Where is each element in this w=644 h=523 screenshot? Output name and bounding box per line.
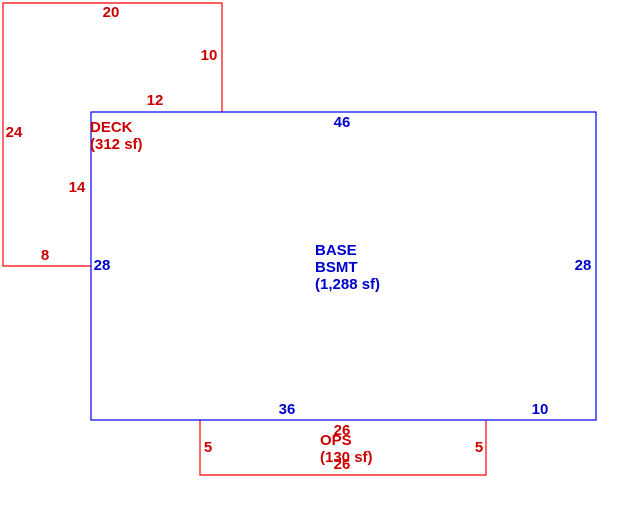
deck-name: DECK bbox=[90, 119, 133, 136]
ops-name: OPS bbox=[320, 432, 352, 449]
ops-dim-bottom: 26 bbox=[334, 456, 351, 473]
deck-dim-inner-step: 12 bbox=[147, 92, 164, 109]
base-area: (1,288 sf) bbox=[315, 276, 380, 293]
deck-outline bbox=[2, 2, 223, 267]
deck-dim-bottom: 8 bbox=[41, 247, 49, 264]
ops-outline bbox=[199, 420, 487, 476]
deck-dim-left: 24 bbox=[6, 124, 23, 141]
ops-area: (130 sf) bbox=[320, 449, 373, 466]
ops-dim-left: 5 bbox=[204, 439, 212, 456]
ops-dim-top: 26 bbox=[334, 422, 351, 439]
base-dim-bottom-right: 10 bbox=[532, 401, 549, 418]
deck-dim-right-upper: 10 bbox=[201, 47, 218, 64]
base-dim-bottom-left: 36 bbox=[279, 401, 296, 418]
deck-dim-top: 20 bbox=[103, 4, 120, 21]
base-name-line2: BSMT bbox=[315, 259, 358, 276]
deck-dim-inner-lower: 14 bbox=[69, 179, 86, 196]
base-dim-top: 46 bbox=[334, 114, 351, 131]
deck-area: (312 sf) bbox=[90, 136, 143, 153]
base-name-line1: BASE bbox=[315, 242, 357, 259]
base-dim-right: 28 bbox=[575, 257, 592, 274]
ops-dim-right: 5 bbox=[475, 439, 483, 456]
base-dim-left: 28 bbox=[94, 257, 111, 274]
base-outline bbox=[90, 111, 597, 421]
